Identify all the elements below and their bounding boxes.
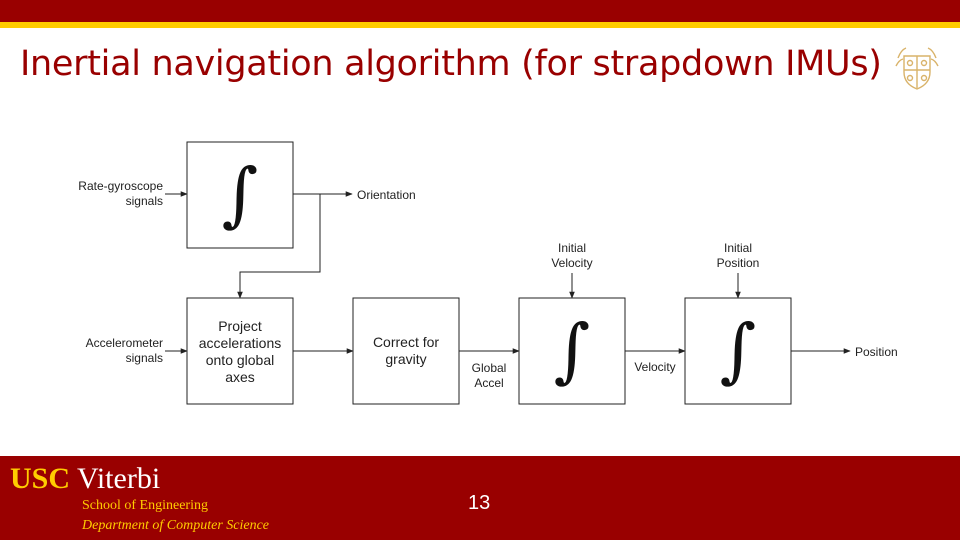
page-number: 13	[468, 492, 491, 514]
gyro-label-line1: Rate-gyroscope	[78, 179, 163, 193]
initial-position-label-line1: Initial	[724, 241, 752, 255]
department-name: Department of Computer Science	[82, 518, 270, 533]
logo-viterbi: Viterbi	[76, 462, 161, 495]
initial-position-label-line2: Position	[717, 256, 760, 270]
gravity-label-line1: Correct for	[373, 334, 439, 350]
initial-velocity-label-line1: Initial	[558, 241, 586, 255]
integral-symbol-position: ∫	[720, 309, 756, 391]
accel-label-line1: Accelerometer	[86, 336, 163, 350]
initial-velocity-label-line2: Velocity	[551, 256, 592, 270]
orientation-label: Orientation	[357, 188, 416, 202]
accel-label-line2: signals	[126, 351, 163, 365]
global-accel-label-line2: Accel	[474, 376, 503, 390]
usc-seal-icon	[895, 47, 939, 90]
gravity-label-line2: gravity	[385, 351, 426, 367]
integral-symbol-gyro: ∫	[222, 153, 258, 235]
correct-gravity-box	[352, 297, 460, 405]
gyro-label-line2: signals	[126, 194, 163, 208]
position-integrator-box	[684, 297, 792, 405]
project-label-line4: axes	[225, 369, 255, 385]
integral-symbol-velocity: ∫	[554, 309, 590, 391]
usc-viterbi-logo: USC Viterbi	[10, 462, 160, 496]
navigation-block-diagram: ∫ ∫ ∫ Rate-gyroscope signals Orientation…	[78, 141, 898, 405]
slide-title: Inertial navigation algorithm (for strap…	[20, 44, 882, 84]
school-name: School of Engineering	[82, 498, 208, 513]
velocity-integrator-box	[518, 297, 626, 405]
project-label-line1: Project	[218, 318, 262, 334]
project-label-line3: onto global	[206, 352, 275, 368]
orientation-feedback-connector	[237, 194, 321, 299]
logo-usc: USC	[10, 462, 71, 495]
gold-stripe	[0, 22, 960, 28]
top-banner	[0, 0, 960, 22]
velocity-label: Velocity	[634, 360, 675, 374]
position-label: Position	[855, 345, 898, 359]
footer-bar: USC Viterbi School of Engineering Depart…	[0, 456, 960, 540]
project-accelerations-box	[186, 297, 294, 405]
gyro-integrator-box	[186, 141, 294, 249]
project-label-line2: accelerations	[199, 335, 282, 351]
global-accel-label-line1: Global	[472, 361, 507, 375]
